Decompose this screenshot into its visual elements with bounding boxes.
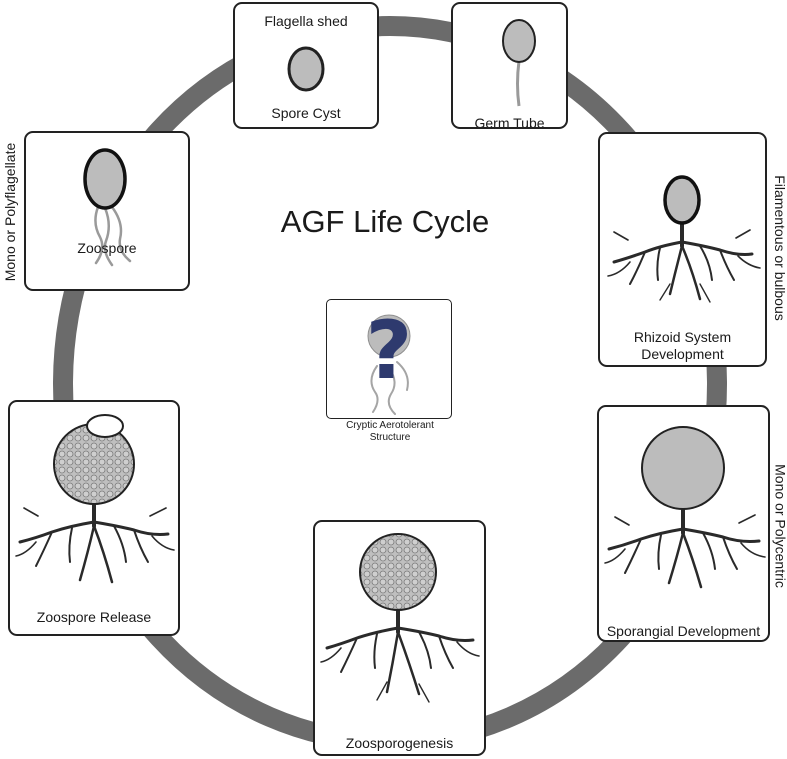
rhizoid-icon — [607, 175, 761, 303]
side-label-right-bottom: Mono or Polycentric — [772, 464, 787, 588]
stage-rhizoid-development: Rhizoid System Development — [598, 132, 767, 367]
stage-zoospore-release: Zoospore Release — [8, 400, 180, 636]
stage-label-line2: Development — [641, 346, 724, 362]
stage-germ-tube: Germ Tube — [451, 2, 568, 129]
stage-label: Zoospore Release — [36, 609, 152, 625]
stage-label: Germ Tube — [474, 115, 545, 129]
stage-spore-cyst: Flagella shed Spore Cyst — [233, 2, 379, 129]
stage-zoosporogenesis: Zoosporogenesis — [313, 520, 486, 756]
germ-tube-icon — [502, 19, 536, 107]
spore-cyst-icon — [287, 46, 325, 92]
question-mark-glyph: ? — [366, 304, 412, 397]
stage-zoospore: Zoospore — [24, 131, 190, 291]
zoospore-icon — [83, 148, 132, 267]
stage-label: Zoospore — [77, 240, 137, 256]
stage-label: Spore Cyst — [271, 105, 341, 121]
cryptic-label-line2: Structure — [369, 432, 411, 443]
side-label-right-top: Filamentous or bulbous — [772, 175, 787, 321]
question-mark-icon: ? — [366, 304, 412, 415]
zoosporogenesis-icon — [320, 533, 480, 703]
cryptic-structure-box: ? — [326, 299, 452, 419]
cryptic-structure-label: Cryptic Aerotolerant Structure — [318, 420, 462, 444]
stage-label-line1: Rhizoid System — [633, 329, 732, 345]
stage-label: Zoosporogenesis — [345, 735, 454, 751]
zoospore-release-icon — [15, 414, 175, 584]
sporangium-icon — [604, 426, 766, 589]
stage-sporangial-development: Sporangial Development — [597, 405, 770, 642]
stage-label: Sporangial Development — [606, 623, 761, 639]
side-label-left: Mono or Polyflagellate — [2, 142, 18, 282]
stage-top-label: Flagella shed — [264, 13, 348, 29]
diagram-title: AGF Life Cycle — [280, 204, 490, 239]
cryptic-label-line1: Cryptic Aerotolerant — [346, 420, 434, 431]
